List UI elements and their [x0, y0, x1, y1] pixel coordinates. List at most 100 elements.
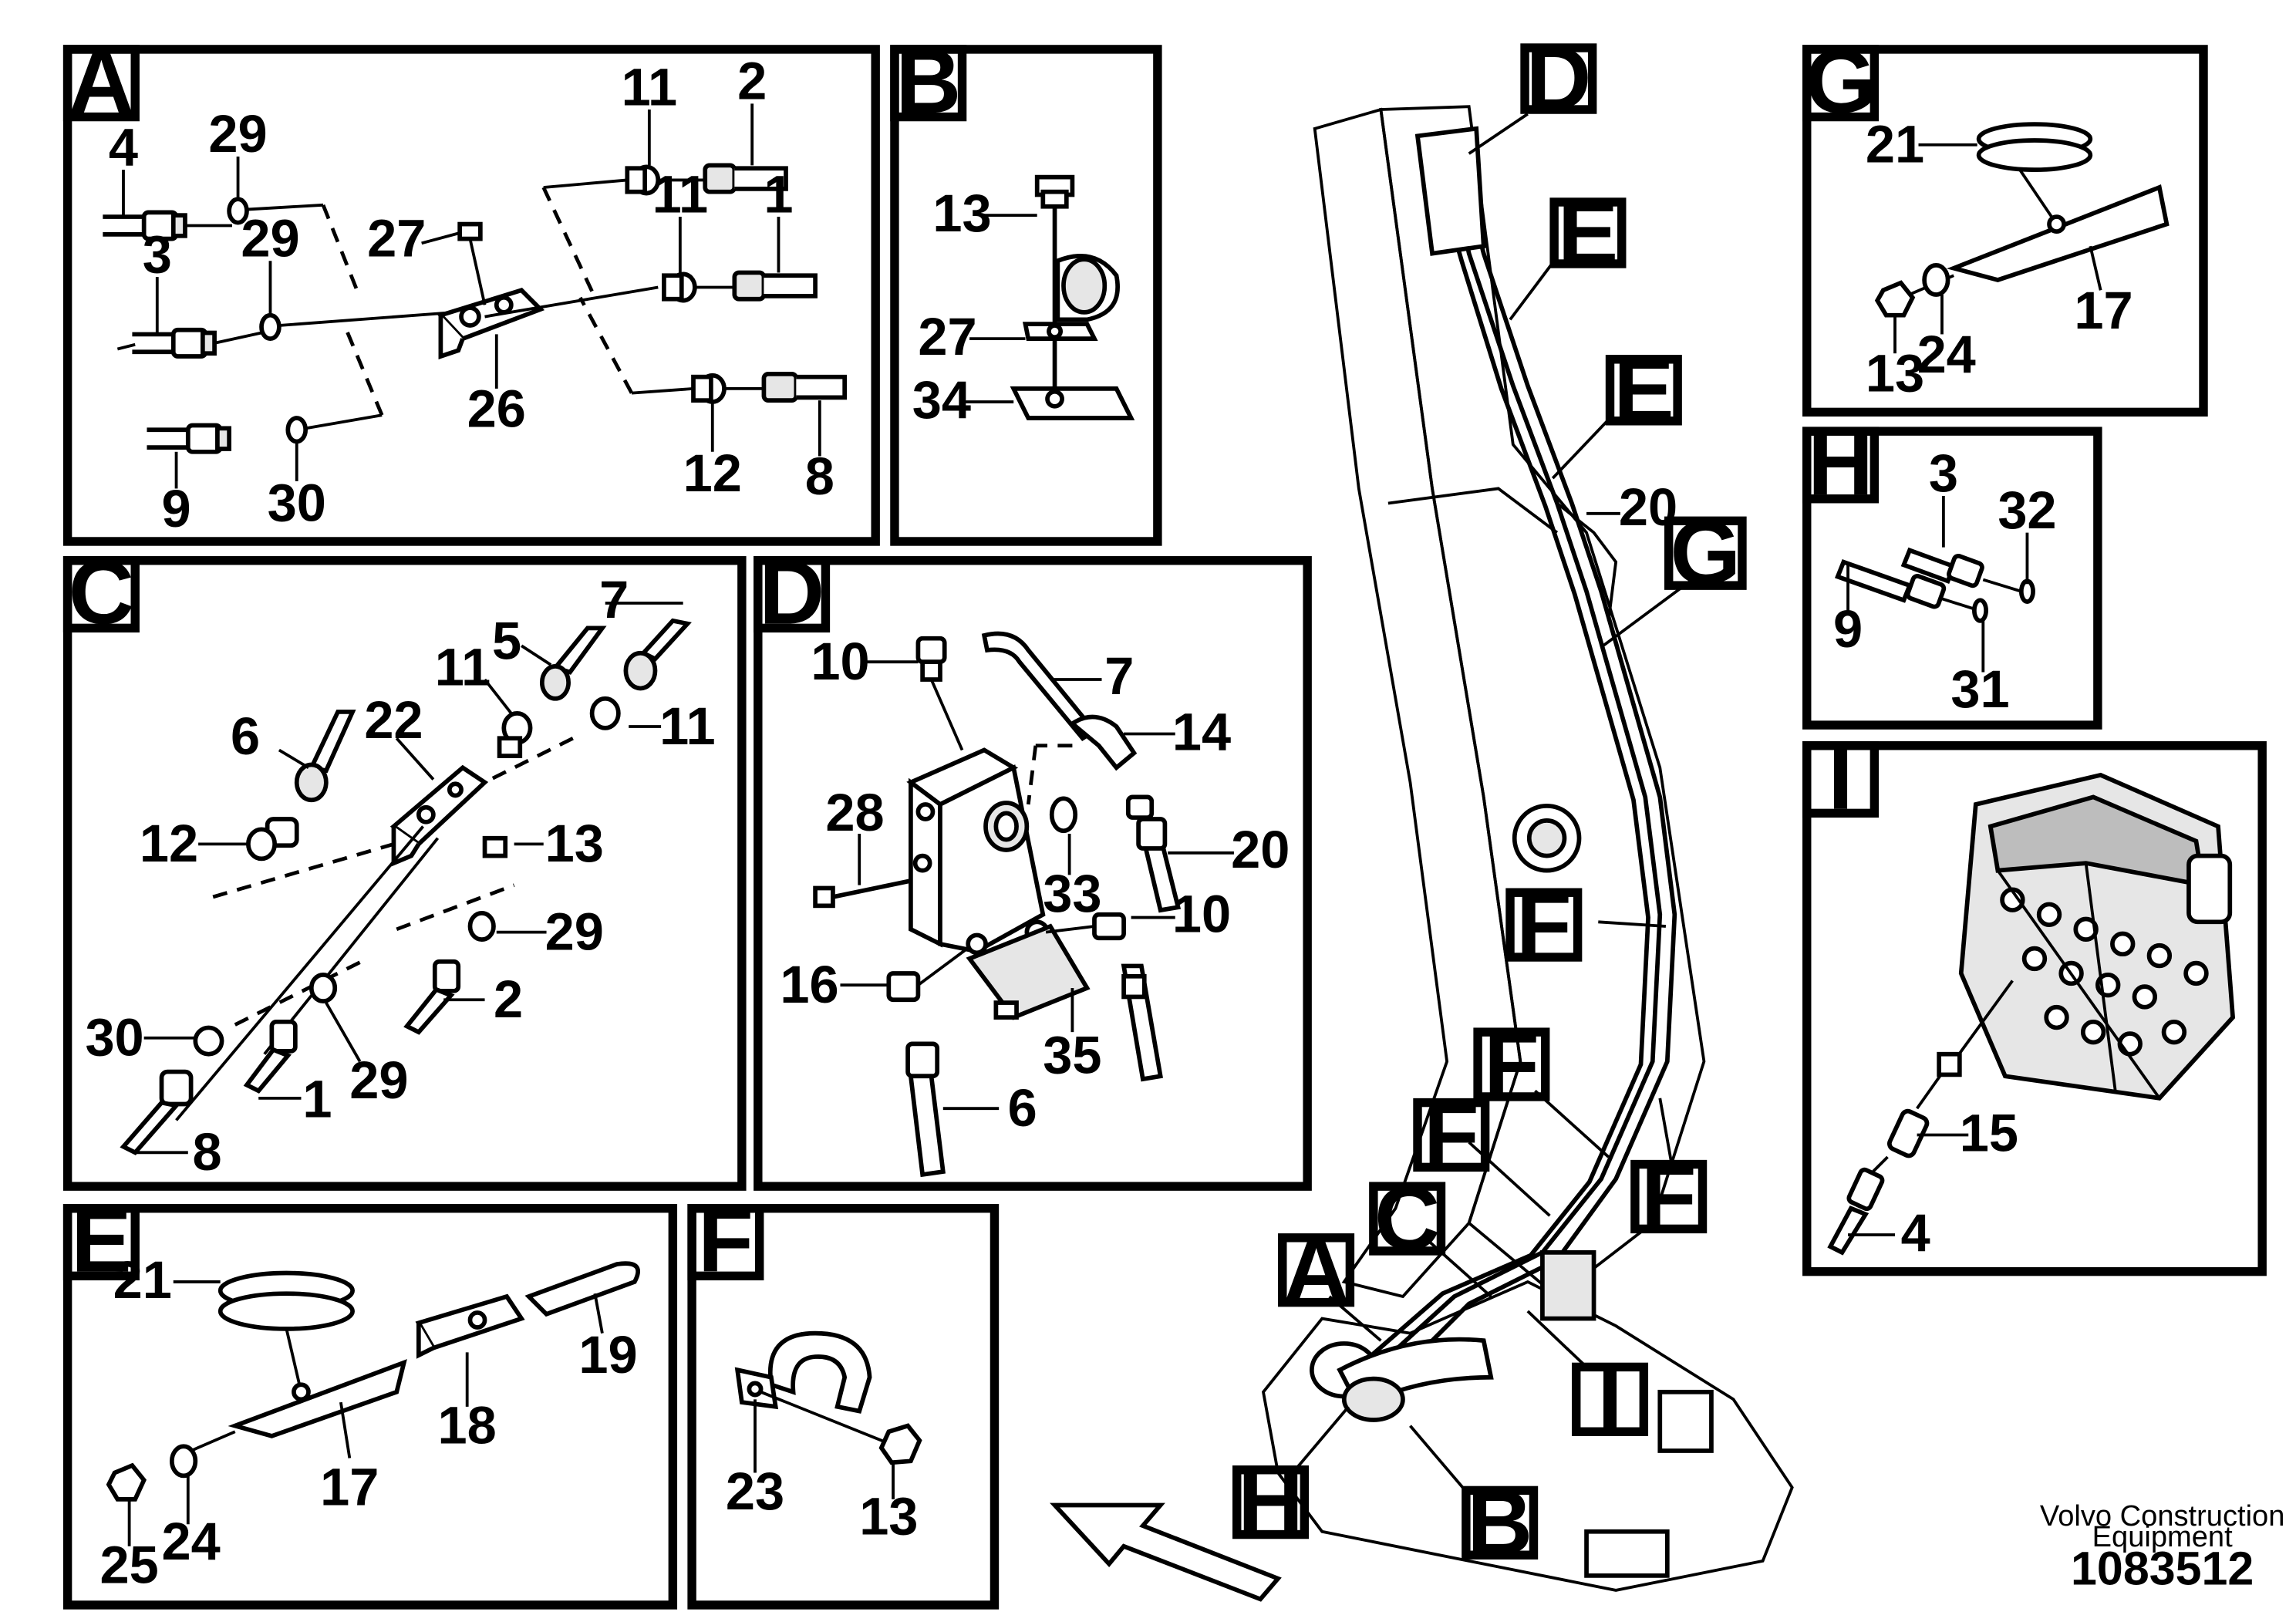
callout-f: F: [1413, 1084, 1490, 1185]
panel-f-letter: F: [698, 1190, 754, 1292]
valve-port-icon: [2044, 1004, 2069, 1030]
part-label: 11: [652, 164, 708, 224]
part-label: 9: [1833, 599, 1863, 659]
panel-d-letter: D: [759, 542, 824, 644]
panel-h-letter: H: [1808, 413, 1873, 514]
callout-e: E: [1605, 339, 1682, 441]
part-label: 35: [1043, 1025, 1101, 1084]
company-name-line2: Equipment: [2092, 1521, 2233, 1553]
part-label: 19: [578, 1325, 637, 1384]
svg-text:D: D: [1526, 28, 1591, 130]
panel-g-letter: G: [1805, 31, 1876, 133]
valve-port-icon: [2161, 1019, 2187, 1045]
valve-block-icon: [1540, 1249, 1596, 1321]
part-label: 13: [545, 814, 604, 873]
svg-text:A: A: [1283, 1219, 1349, 1321]
part-label: 4: [1901, 1203, 1930, 1263]
part-label: 29: [545, 902, 604, 961]
part-label: 12: [140, 814, 198, 873]
part-label: 6: [1008, 1078, 1037, 1138]
part-label: 1: [764, 164, 793, 224]
part-label: 13: [1866, 344, 1924, 403]
part-label: 21: [1866, 115, 1924, 174]
part-label: 10: [1172, 885, 1231, 944]
svg-text:F: F: [1424, 1084, 1479, 1185]
part-label: 1: [302, 1070, 332, 1129]
part-label: 8: [805, 447, 834, 506]
callout-b: B: [1462, 1472, 1539, 1573]
panel-a-letter: A: [69, 31, 134, 133]
svg-text:E: E: [1558, 182, 1619, 284]
svg-text:H: H: [1238, 1452, 1303, 1553]
part-label: 27: [918, 307, 976, 366]
part-label: 8: [192, 1122, 221, 1182]
part-label: 21: [113, 1250, 172, 1310]
panel-g: G 21 13 24 17: [1802, 31, 2208, 417]
part-label: 12: [683, 443, 742, 503]
part-label: 20: [1231, 820, 1290, 879]
part-label: 30: [85, 1008, 143, 1067]
svg-text:G: G: [1670, 502, 1741, 604]
panel-i-letter: I: [1828, 727, 1853, 829]
callout-d: D: [1520, 28, 1597, 130]
control-valve-icon: [1958, 772, 2236, 1101]
machine-overview: 20 D E E G F F F: [1050, 28, 1794, 1602]
part-label: 10: [811, 632, 869, 691]
part-label: 26: [467, 379, 526, 438]
valve-port-icon: [2080, 1019, 2106, 1045]
part-label: 14: [1172, 702, 1231, 761]
part-label: 32: [1998, 481, 2056, 540]
panel-c-letter: C: [69, 542, 134, 644]
valve-port-icon: [2021, 946, 2048, 972]
part-label: 13: [932, 184, 991, 243]
part-label: 11: [622, 57, 677, 116]
panel-b: B 13 27 34: [890, 31, 1162, 546]
valve-port-icon: [2183, 960, 2209, 986]
part-label: 13: [859, 1487, 918, 1546]
valve-port-icon: [2146, 943, 2173, 969]
part-label: 11: [435, 638, 491, 697]
part-label: 3: [1929, 443, 1958, 503]
part-label: 16: [780, 955, 838, 1014]
part-label: 23: [726, 1462, 784, 1521]
part-label: 17: [320, 1457, 379, 1516]
part-label: 11: [659, 696, 715, 756]
part-label: 15: [1960, 1103, 2018, 1162]
panel-i: I 15 4: [1802, 727, 2267, 1276]
part-label: 29: [208, 104, 267, 164]
part-label: 2: [737, 52, 767, 111]
callout-g: G: [1664, 502, 1747, 604]
callout-f: F: [1630, 1145, 1708, 1247]
valve-port-icon: [2073, 916, 2099, 943]
callout-f: F: [1505, 874, 1583, 976]
part-label: 7: [599, 570, 629, 629]
part-label: 17: [2074, 281, 2132, 340]
callout-h: H: [1232, 1452, 1310, 1553]
part-label: 33: [1043, 864, 1101, 923]
part-label: 3: [143, 224, 172, 284]
panel-c: C: [62, 542, 747, 1191]
part-label: 30: [268, 473, 326, 532]
direction-arrow-icon: [1050, 1502, 1282, 1602]
svg-text:F: F: [1641, 1145, 1697, 1247]
panel-a: A: [62, 31, 880, 546]
part-label: 25: [99, 1535, 158, 1594]
part-label: 24: [1917, 325, 1976, 384]
callout-f: F: [1473, 1013, 1550, 1115]
part-label: 6: [231, 706, 260, 766]
callout-a: A: [1278, 1219, 1355, 1321]
svg-text:E: E: [1613, 339, 1674, 441]
part-label: 22: [364, 690, 423, 750]
svg-text:F: F: [1484, 1013, 1539, 1115]
valve-port-icon: [2036, 902, 2062, 927]
panel-f: F 23 13: [687, 1190, 1000, 1610]
valve-port-icon: [2110, 931, 2136, 957]
svg-text:B: B: [1467, 1472, 1532, 1573]
part-label: 18: [438, 1395, 497, 1455]
svg-text:C: C: [1374, 1168, 1440, 1270]
svg-text:F: F: [1516, 874, 1572, 976]
panel-h: H 3 32 9 31: [1802, 413, 2102, 730]
panel-b-letter: B: [895, 31, 961, 133]
drawing-number: 1083512: [2071, 1542, 2254, 1594]
part-label: 29: [241, 208, 299, 268]
